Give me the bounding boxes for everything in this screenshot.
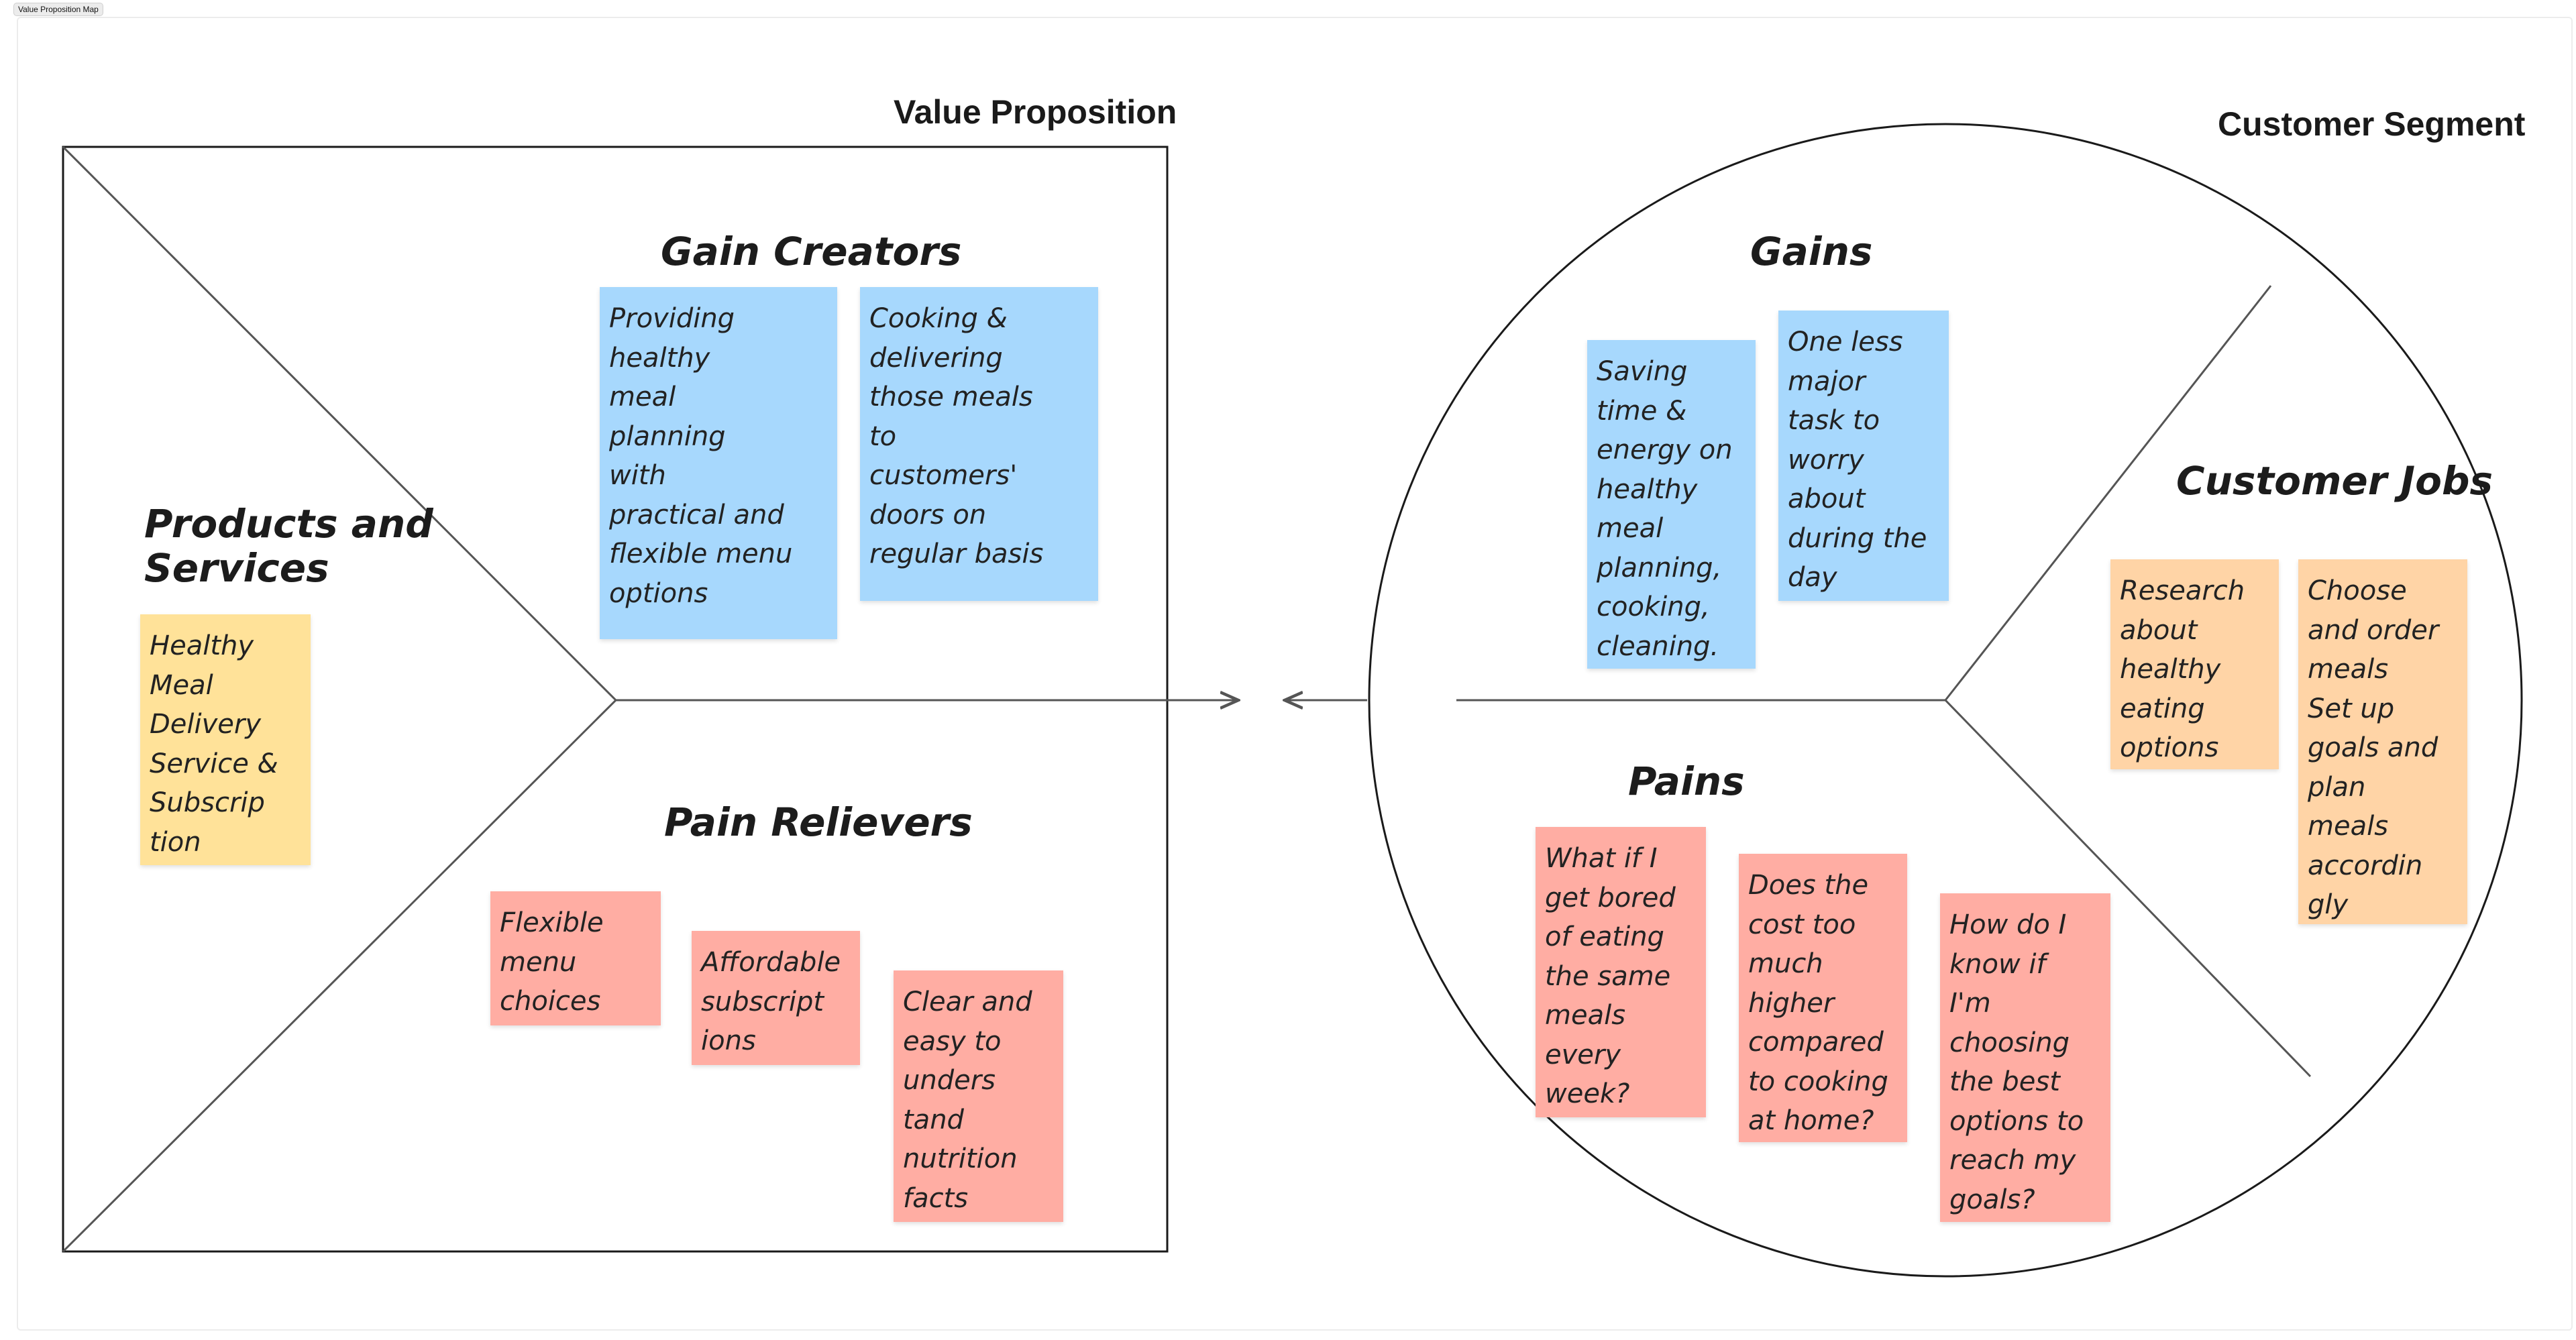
sticky-note-pain-reliever[interactable]: Affordable subscript ions — [692, 931, 860, 1065]
cs-divider-upper — [1944, 285, 2272, 701]
cs-divider-lower — [1944, 699, 2312, 1078]
sticky-note-gain[interactable]: Saving time & energy on healthy meal pla… — [1587, 340, 1756, 669]
customer-segment-title: Customer Segment — [2218, 105, 2526, 143]
sticky-note-customer-job[interactable]: Choose and order meals Set up goals and … — [2298, 559, 2467, 924]
sticky-note-pain[interactable]: Does the cost too much higher compared t… — [1739, 854, 1907, 1142]
gains-heading: Gains — [1750, 229, 1873, 274]
sticky-note-pain[interactable]: What if I get bored of eating the same m… — [1536, 827, 1706, 1117]
gain-creators-heading: Gain Creators — [661, 229, 962, 274]
customer-jobs-heading: Customer Jobs — [2176, 458, 2493, 504]
sticky-note-gain-creator[interactable]: Cooking & delivering those meals to cust… — [860, 287, 1098, 601]
board-tag[interactable]: Value Proposition Map — [13, 3, 103, 16]
sticky-note-gain[interactable]: One less major task to worry about durin… — [1778, 311, 1949, 601]
sticky-note-pain-reliever[interactable]: Clear and easy to unders tand nutrition … — [894, 970, 1063, 1222]
sticky-note-pain-reliever[interactable]: Flexible menu choices — [490, 891, 661, 1025]
sticky-note-gain-creator[interactable]: Providing healthy meal planning with pra… — [600, 287, 837, 639]
board-frame — [17, 17, 2573, 1331]
sticky-note-pain[interactable]: How do I know if I'm choosing the best o… — [1940, 893, 2110, 1222]
pains-heading: Pains — [1628, 759, 1745, 804]
sticky-note-customer-job[interactable]: Research about healthy eating options — [2110, 559, 2279, 769]
value-proposition-title: Value Proposition — [894, 93, 1177, 131]
products-and-services-heading: Products and Services — [144, 501, 433, 591]
customer-segment-circle — [1368, 123, 2523, 1278]
pain-relievers-heading: Pain Relievers — [664, 799, 973, 845]
sticky-note-product[interactable]: Healthy Meal Delivery Service & Subscrip… — [140, 614, 311, 865]
